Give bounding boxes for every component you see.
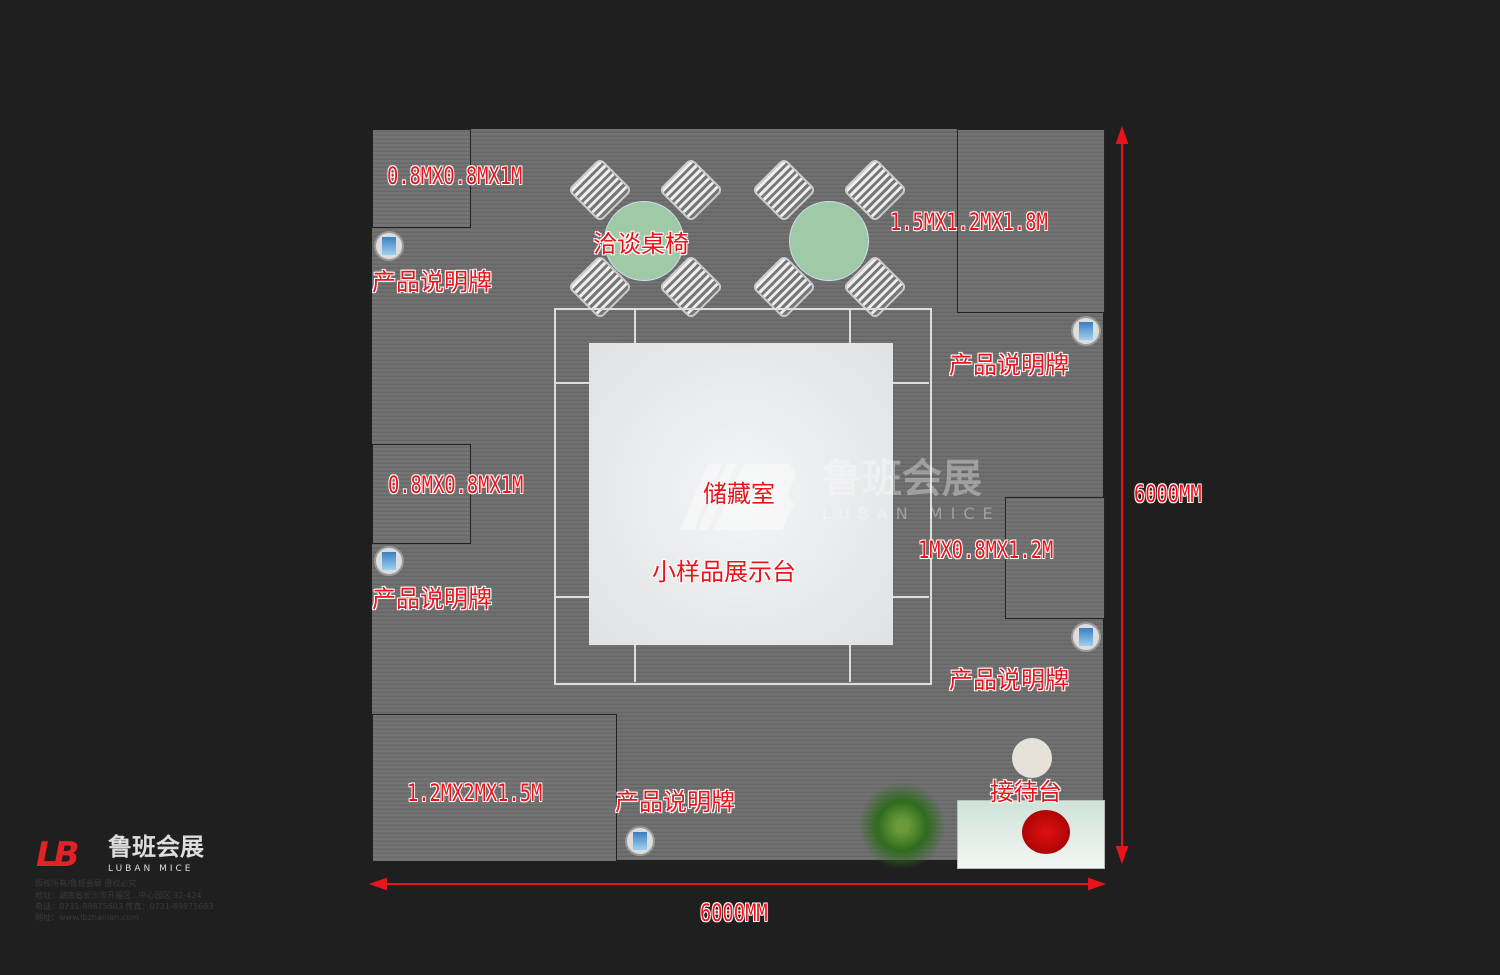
product-sign-label: 产品说明牌 <box>372 268 492 296</box>
footer-line: 网址：www.lbzhanlan.com <box>35 913 139 922</box>
product-sign-icon <box>625 826 655 856</box>
product-sign-label: 产品说明牌 <box>372 585 492 613</box>
product-sign-icon <box>374 546 404 576</box>
negotiation-label: 洽谈桌椅 <box>593 230 689 258</box>
logo-cn: 鲁班会展 <box>108 833 204 861</box>
product-sign-label: 产品说明牌 <box>615 788 735 816</box>
logo-en: LUBAN MICE <box>108 864 194 874</box>
storage-label: 储藏室 <box>703 480 775 508</box>
footer-line: 版权所有/鲁班会展 侵权必究 <box>35 879 137 888</box>
frame-divider <box>554 596 590 598</box>
size-label-mid-left: 0.8MX0.8MX1M <box>388 471 524 499</box>
product-sign-label: 产品说明牌 <box>949 351 1069 379</box>
zone-top-right <box>957 129 1105 313</box>
depth-dimension-label: 6000MM <box>1134 480 1202 508</box>
frame-divider <box>849 308 851 344</box>
frame-divider <box>893 596 929 598</box>
width-dimension-label: 6000MM <box>700 899 768 927</box>
product-sign-label: 产品说明牌 <box>949 666 1069 694</box>
zone-top-left <box>372 129 471 228</box>
zone-mid-right <box>1005 497 1105 619</box>
frame-divider <box>849 645 851 682</box>
storage-frame <box>554 308 932 685</box>
watermark-logo-mark <box>680 464 796 530</box>
watermark-cn: 鲁班会展 <box>822 456 982 502</box>
frame-divider <box>893 382 929 384</box>
watermark-en: LUBAN MICE <box>822 504 1001 523</box>
round-table <box>604 201 684 281</box>
product-sign-icon <box>1071 316 1101 346</box>
size-label-bottom-left: 1.2MX2MX1.5M <box>407 779 543 807</box>
product-sign-icon <box>374 231 404 261</box>
logo-mark: LB <box>36 835 80 875</box>
product-sign-icon <box>1071 622 1101 652</box>
frame-divider <box>554 382 590 384</box>
zone-bottom-left <box>372 714 617 862</box>
sample-display-stand <box>589 343 893 645</box>
frame-divider <box>634 308 636 344</box>
booth-floor <box>372 129 1105 862</box>
size-label-mid-right: 1MX0.8MX1.2M <box>918 536 1054 564</box>
footer-line: 地址：湖南省长沙市开福区...中心园区 32-424 <box>35 891 202 900</box>
size-label-top-left: 0.8MX0.8MX1M <box>387 162 523 190</box>
zone-mid-left <box>372 444 471 544</box>
frame-divider <box>634 645 636 682</box>
reception-label: 接待台 <box>990 778 1062 806</box>
size-label-top-right: 1.5MX1.2MX1.8M <box>890 208 1048 236</box>
reception-stool <box>1012 738 1052 778</box>
footer-line: 电话：0731-89875603 传真：0731-89875683 <box>35 902 214 911</box>
round-table <box>789 201 869 281</box>
plant-icon <box>860 780 944 872</box>
flower-icon <box>1022 810 1070 854</box>
sample-display-label: 小样品展示台 <box>652 558 796 586</box>
